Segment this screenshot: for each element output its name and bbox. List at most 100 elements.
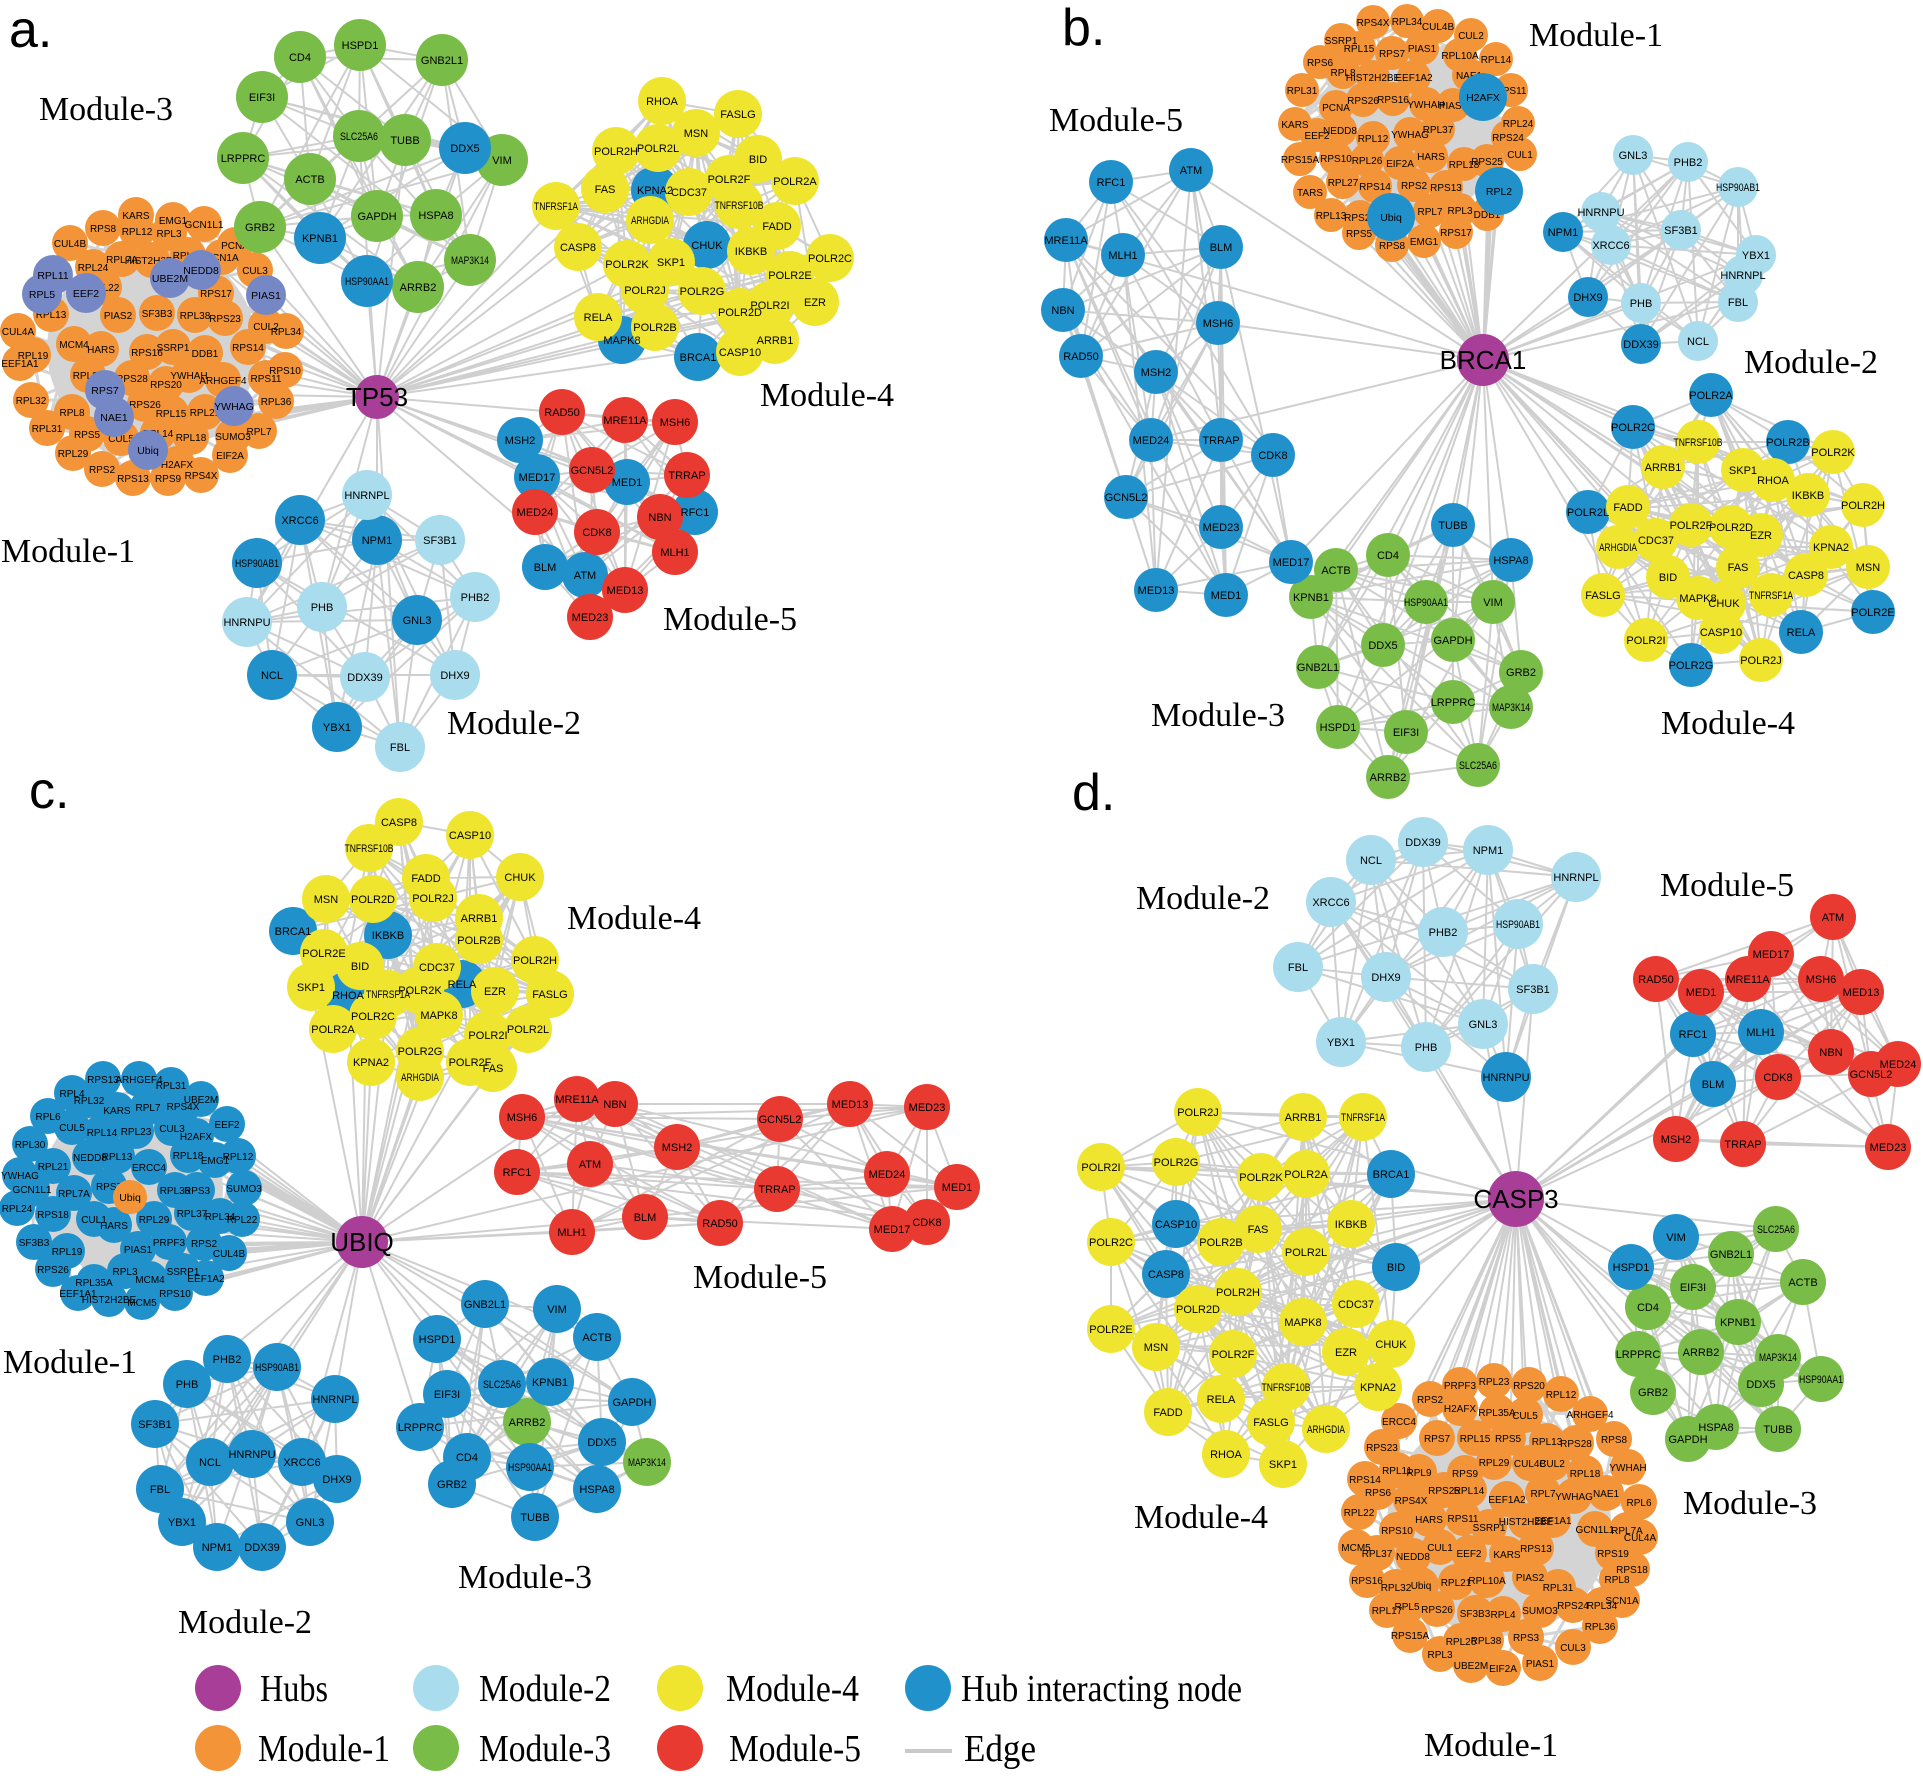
svg-text:MED24: MED24 — [1133, 435, 1170, 447]
svg-text:KPNA2: KPNA2 — [637, 185, 673, 197]
svg-text:Module-1: Module-1 — [1, 533, 135, 570]
svg-text:MED13: MED13 — [1843, 987, 1880, 999]
svg-text:HSP90AB1: HSP90AB1 — [235, 558, 279, 570]
svg-text:PRPF3: PRPF3 — [153, 1238, 186, 1249]
svg-text:PHB: PHB — [1415, 1042, 1438, 1054]
svg-text:POLR2K: POLR2K — [1239, 1172, 1283, 1184]
svg-text:CUL5: CUL5 — [1512, 1411, 1538, 1422]
svg-text:TARS: TARS — [1297, 188, 1323, 199]
svg-text:RPL7: RPL7 — [1530, 1489, 1555, 1500]
svg-text:RPS13: RPS13 — [87, 1075, 119, 1086]
svg-text:DDX5: DDX5 — [450, 143, 479, 155]
svg-text:EIF2A: EIF2A — [1386, 159, 1414, 170]
svg-text:BRCA1: BRCA1 — [1373, 1169, 1410, 1181]
svg-text:RAD50: RAD50 — [1063, 351, 1098, 363]
svg-text:RPL3: RPL3 — [1447, 206, 1472, 217]
svg-text:POLR2C: POLR2C — [808, 253, 852, 265]
svg-text:RPL15: RPL15 — [156, 409, 187, 420]
svg-text:d.: d. — [1072, 764, 1115, 822]
svg-text:RPS24: RPS24 — [1557, 1601, 1589, 1612]
svg-text:CASP8: CASP8 — [560, 242, 596, 254]
svg-text:MED23: MED23 — [572, 612, 609, 624]
svg-text:Module-1: Module-1 — [3, 1344, 137, 1381]
svg-text:RPL19: RPL19 — [18, 351, 49, 362]
svg-text:RPL29: RPL29 — [139, 1215, 170, 1226]
svg-text:Module-5: Module-5 — [663, 601, 797, 638]
svg-text:YWHAH: YWHAH — [170, 371, 207, 382]
svg-text:MED17: MED17 — [1273, 557, 1310, 569]
svg-text:CUL3: CUL3 — [242, 266, 268, 277]
svg-text:SSRP1: SSRP1 — [157, 343, 190, 354]
svg-text:RPS4X: RPS4X — [1395, 1496, 1428, 1507]
svg-text:POLR2K: POLR2K — [1811, 447, 1855, 459]
svg-text:NBN: NBN — [603, 1099, 626, 1111]
svg-text:HSPA8: HSPA8 — [579, 1484, 614, 1496]
svg-text:MCM5: MCM5 — [127, 1298, 157, 1309]
svg-text:FAS: FAS — [1248, 1224, 1269, 1236]
svg-text:MCM5: MCM5 — [1341, 1543, 1371, 1554]
svg-text:HSPD1: HSPD1 — [342, 40, 379, 52]
svg-text:GAPDH: GAPDH — [1668, 1434, 1707, 1446]
svg-text:RPL7: RPL7 — [1417, 207, 1442, 218]
svg-text:EZR: EZR — [484, 986, 506, 998]
svg-text:MSH2: MSH2 — [1661, 1134, 1692, 1146]
svg-text:GNB2L1: GNB2L1 — [421, 55, 463, 67]
svg-text:Module-3: Module-3 — [1683, 1485, 1817, 1522]
svg-text:DDX39: DDX39 — [244, 1542, 279, 1554]
svg-text:GRB2: GRB2 — [1506, 667, 1536, 679]
svg-text:HARS: HARS — [100, 1221, 128, 1232]
svg-text:YWHAH: YWHAH — [1407, 100, 1444, 111]
svg-text:Module-5: Module-5 — [693, 1259, 827, 1296]
svg-text:RPL14: RPL14 — [1481, 55, 1512, 66]
svg-text:RPS26: RPS26 — [1347, 96, 1379, 107]
svg-text:GRB2: GRB2 — [1638, 1387, 1668, 1399]
svg-text:CUL1: CUL1 — [1507, 150, 1533, 161]
svg-text:FASLG: FASLG — [1585, 590, 1620, 602]
svg-text:MED23: MED23 — [1203, 522, 1240, 534]
svg-text:ARHGEF4: ARHGEF4 — [1566, 1410, 1614, 1421]
svg-text:MLH1: MLH1 — [1108, 250, 1137, 262]
svg-text:DDX5: DDX5 — [1746, 1379, 1775, 1391]
svg-text:RAD50: RAD50 — [1638, 974, 1673, 986]
svg-text:PHB2: PHB2 — [213, 1354, 242, 1366]
svg-text:MAP3K14: MAP3K14 — [451, 255, 489, 267]
svg-text:KPNB1: KPNB1 — [302, 233, 338, 245]
svg-text:ARRB1: ARRB1 — [757, 335, 794, 347]
svg-text:YBX1: YBX1 — [168, 1517, 196, 1529]
svg-text:CUL4B: CUL4B — [1514, 1459, 1547, 1470]
svg-text:RPS20: RPS20 — [1513, 1381, 1545, 1392]
svg-text:NEDD8: NEDD8 — [1396, 1552, 1430, 1563]
svg-text:RPL13: RPL13 — [102, 1152, 133, 1163]
svg-text:RPS17: RPS17 — [1440, 228, 1472, 239]
svg-text:IKBKB: IKBKB — [1792, 490, 1824, 502]
svg-text:CD4: CD4 — [289, 52, 311, 64]
svg-text:RPL21: RPL21 — [190, 408, 221, 419]
svg-text:BRCA1: BRCA1 — [1440, 345, 1527, 375]
svg-text:EMG1: EMG1 — [1410, 237, 1439, 248]
svg-text:NEDD8: NEDD8 — [73, 1153, 107, 1164]
svg-text:HNRNPU: HNRNPU — [1482, 1072, 1529, 1084]
svg-text:Module-4: Module-4 — [1134, 1499, 1268, 1536]
svg-text:PHB2: PHB2 — [461, 592, 490, 604]
svg-text:POLR2H: POLR2H — [594, 146, 638, 158]
svg-text:CUL4B: CUL4B — [213, 1249, 246, 1260]
svg-text:CUL2: CUL2 — [1458, 31, 1484, 42]
svg-text:MSN: MSN — [314, 894, 339, 906]
svg-text:RPL32: RPL32 — [16, 396, 47, 407]
svg-text:GCN1L1: GCN1L1 — [1576, 1525, 1615, 1536]
svg-text:GNB2L1: GNB2L1 — [1710, 1249, 1752, 1261]
svg-text:POLR2C: POLR2C — [351, 1011, 395, 1023]
svg-text:RPL21: RPL21 — [38, 1162, 69, 1173]
svg-text:Module-5: Module-5 — [1049, 102, 1183, 139]
svg-text:GNL3: GNL3 — [1619, 150, 1648, 162]
svg-text:RPS2: RPS2 — [1417, 1395, 1444, 1406]
svg-text:POLR2C: POLR2C — [1611, 422, 1655, 434]
svg-text:POLR2D: POLR2D — [351, 894, 395, 906]
svg-text:ERCC4: ERCC4 — [1382, 1417, 1416, 1428]
svg-text:POLR2I: POLR2I — [750, 300, 789, 312]
svg-text:RPS6: RPS6 — [1307, 58, 1334, 69]
svg-text:ATM: ATM — [1180, 165, 1202, 177]
svg-text:POLR2A: POLR2A — [1284, 1169, 1328, 1181]
svg-text:MCM4: MCM4 — [135, 1275, 165, 1286]
svg-text:RPS28: RPS28 — [1560, 1439, 1592, 1450]
